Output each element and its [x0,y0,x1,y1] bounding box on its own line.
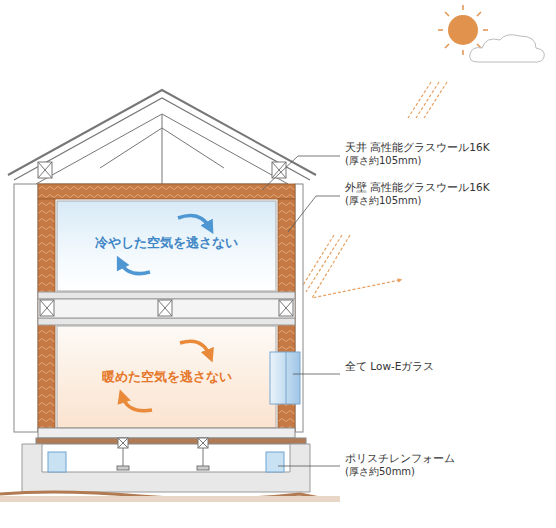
roof [8,90,316,184]
floor-beam-boxes [40,300,293,316]
roof-post-boxes [38,162,286,178]
callout-label: 天井 高性能グラスウール16K [344,141,491,154]
cloud [470,35,545,62]
polystyrene-foam [48,452,284,472]
middle-floor [38,292,295,325]
foundation [22,444,310,492]
upper-room [57,201,276,291]
lower-room [57,326,276,428]
callout-label: 外壁 高性能グラスウール16K [344,181,491,194]
room-caption: 暖めた空気を逃さない [102,368,232,386]
leader-lines [262,156,340,466]
floor-posts [117,438,209,470]
reflected-heat [300,235,400,298]
sun [448,15,478,45]
callout-label: ポリスチレンフォーム [344,452,456,465]
low-e-window [270,352,300,404]
room-box: 冷やした空気を逃さない [57,224,276,262]
callout-label: 全て Low-Eガラス [344,360,435,373]
soil [0,496,340,502]
callout-label: (厚さ約50mm) [344,466,416,478]
ground-floor [36,428,306,444]
callout-label: (厚さ約105mm) [344,155,422,167]
glass-wool-insulation [38,184,295,431]
outer-wall [14,184,303,432]
room-caption: 冷やした空気を逃さない [95,234,238,252]
room-box: 暖めた空気を逃さない [57,358,276,396]
callout-label: (厚さ約105mm) [344,195,422,207]
sunlight-lines [408,82,447,118]
